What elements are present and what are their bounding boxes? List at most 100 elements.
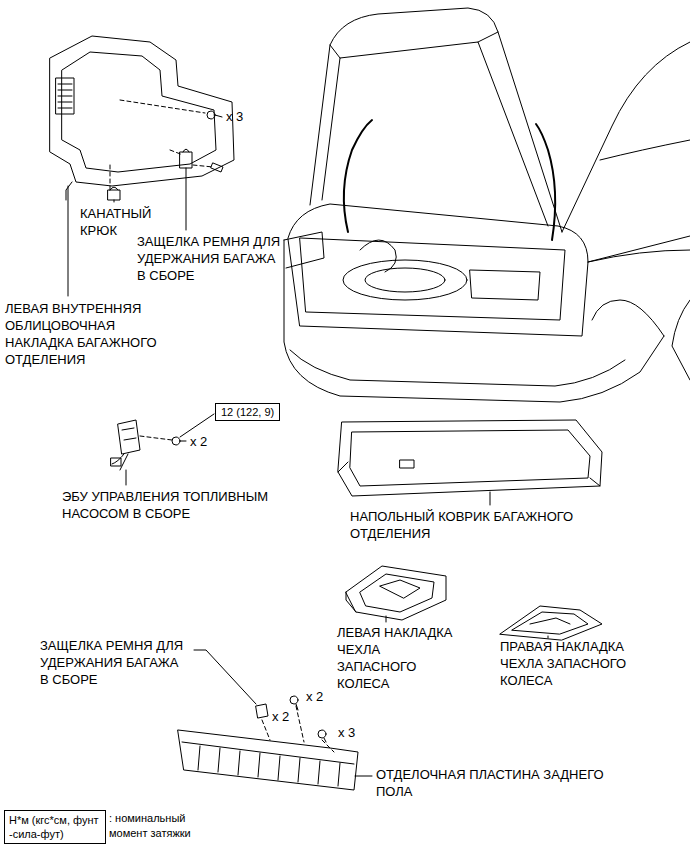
trunk-floor-mat — [338, 462, 600, 486]
fuel-pump-ecu — [118, 420, 140, 454]
car-body — [330, 32, 498, 58]
trunk-floor-mat — [338, 420, 602, 496]
trunk-floor-mat — [338, 420, 602, 505]
rope-hook — [108, 187, 120, 200]
rope-hook — [108, 190, 120, 200]
luggage-latch — [183, 149, 189, 152]
luggage-latch — [180, 149, 192, 168]
car-body — [310, 8, 562, 232]
leader-line — [186, 168, 187, 230]
quantity-label: x 3 — [338, 724, 355, 741]
car-body — [588, 236, 690, 262]
quantity-label: x 2 — [272, 708, 289, 725]
trunk-floor-mat — [400, 460, 414, 468]
fuel-pump-ecu — [172, 437, 180, 445]
car-body — [360, 240, 396, 272]
fuel-pump-ecu — [111, 458, 121, 466]
rear-floor-plate — [355, 776, 372, 777]
trunk-floor-mat — [490, 492, 491, 505]
spare-cover-left — [380, 580, 420, 598]
legend-box: Н*м (кгс*см, фунт -сила-фут) — [4, 810, 106, 844]
rear-floor-plate — [182, 742, 354, 764]
bolt-symbol — [207, 111, 215, 119]
part-label: ЭБУ УПРАВЛЕНИЯ ТОПЛИВНЫМ НАСОСОМ В СБОРЕ — [62, 488, 271, 522]
car-body — [284, 240, 664, 402]
quantity-label: x 2 — [190, 433, 207, 450]
car-body — [343, 260, 467, 300]
part-label: ЗАЩЕЛКА РЕМНЯ ДЛЯ УДЕРЖАНИЯ БАГАЖА В СБО… — [137, 233, 283, 284]
leader-line — [114, 200, 115, 202]
rear-floor-plate — [262, 720, 270, 740]
spare-cover-right — [512, 612, 588, 634]
car-body — [284, 232, 324, 268]
rear-floor-plate — [296, 706, 304, 742]
car-body — [536, 124, 555, 240]
bolt-symbol — [290, 696, 298, 704]
trunk-side-trim — [56, 78, 74, 114]
car-body — [365, 268, 445, 292]
spare-cover-left — [346, 592, 356, 612]
bolt-symbol — [256, 704, 268, 718]
fuel-pump-ecu — [126, 470, 127, 485]
bolt-symbol — [324, 738, 326, 742]
bolt-symbol — [211, 163, 223, 172]
torque-text: 12 (122, 9) — [221, 405, 274, 419]
quantity-label: x 2 — [306, 688, 323, 705]
fuel-pump-ecu — [112, 454, 128, 470]
spare-cover-left — [386, 616, 387, 622]
part-label: ПРАВАЯ НАКЛАДКА ЧЕХЛА ЗАПАСНОГО КОЛЕСА — [500, 638, 629, 689]
car-body — [592, 300, 664, 336]
spare-cover-left — [360, 574, 434, 612]
car-body — [672, 300, 690, 380]
fuel-pump-ecu — [180, 441, 186, 442]
spare-cover-right — [500, 606, 602, 640]
car-body — [288, 204, 588, 336]
trunk-side-trim — [50, 36, 234, 200]
rear-floor-plate — [198, 746, 340, 786]
part-label: КАНАТНЫЙ КРЮК — [80, 205, 154, 239]
rear-floor-plate — [178, 730, 358, 790]
bolt-symbol — [296, 704, 298, 710]
spare-cover-left — [346, 566, 446, 620]
part-label: ОТДЕЛОЧНАЯ ПЛАСТИНА ЗАДНЕГО ПОЛА — [376, 766, 606, 800]
bolt-symbol — [207, 111, 223, 172]
car-body — [284, 8, 690, 402]
spare-cover-left — [346, 566, 446, 622]
trunk-side-trim — [193, 165, 213, 167]
fuel-pump-ecu — [140, 436, 172, 440]
fuel-pump-ecu — [111, 414, 214, 485]
car-body — [562, 42, 690, 232]
rear-floor-plate — [322, 740, 334, 752]
quantity-label: x 3 — [226, 108, 243, 125]
car-body — [470, 270, 540, 300]
trunk-side-trim — [62, 52, 216, 172]
leader-line — [194, 650, 256, 704]
car-body — [290, 350, 625, 386]
bolt-symbol — [215, 115, 222, 117]
torque-text: Н*м (кгс*см, фунт -сила-фут) — [9, 813, 101, 841]
part-label: ЛЕВАЯ ВНУТРЕННЯЯ ОБЛИЦОВОЧНАЯ НАКЛАДКА Б… — [5, 300, 159, 368]
part-label: НАПОЛЬНЫЙ КОВРИК БАГАЖНОГО ОТДЕЛЕНИЯ — [350, 508, 576, 542]
trunk-side-trim — [110, 165, 111, 190]
trunk-side-trim — [66, 182, 72, 200]
fuel-pump-ecu — [122, 428, 136, 440]
rear-floor-plate — [178, 706, 372, 790]
trunk-side-trim — [120, 100, 205, 113]
car-body — [344, 120, 372, 232]
part-label: ЛЕВАЯ НАКЛАДКА ЧЕХЛА ЗАПАСНОГО КОЛЕСА — [337, 624, 455, 692]
torque-box: 12 (122, 9) — [215, 403, 280, 421]
leader-line — [194, 650, 256, 704]
leader-line — [68, 186, 69, 296]
car-body — [588, 250, 690, 262]
spare-cover-right — [530, 618, 570, 624]
car-body — [300, 238, 565, 320]
trunk-side-trim — [50, 36, 234, 186]
spare-cover-right — [500, 606, 602, 640]
part-label: ЗАЩЕЛКА РЕМНЯ ДЛЯ УДЕРЖАНИЯ БАГАЖА В СБО… — [40, 637, 186, 688]
rope-hook — [110, 187, 118, 190]
trunk-side-trim — [58, 84, 72, 108]
luggage-latch — [180, 152, 192, 168]
car-body — [600, 140, 690, 160]
car-body — [322, 42, 548, 226]
